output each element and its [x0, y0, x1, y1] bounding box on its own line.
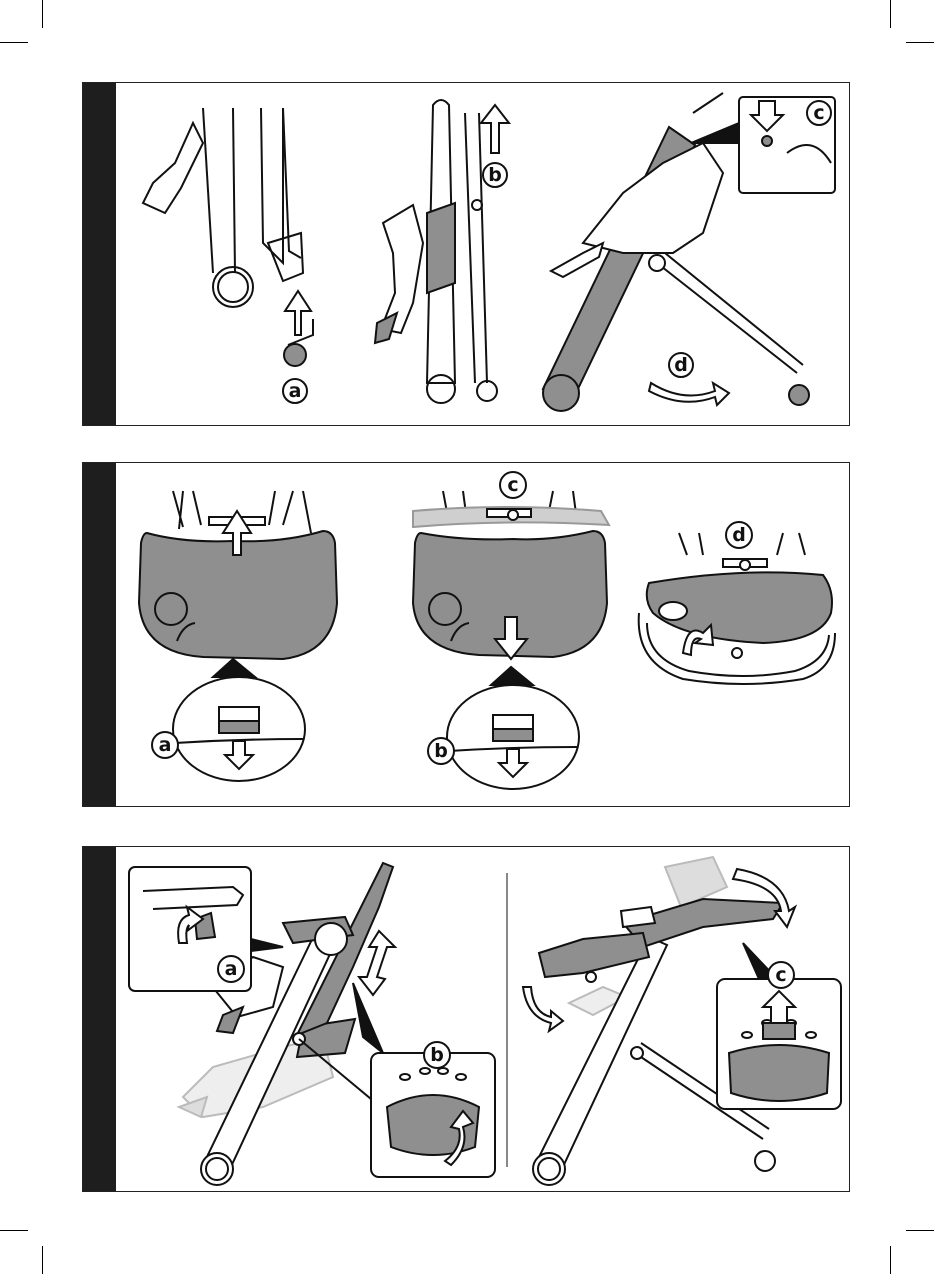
panel-1-illustration: a b — [83, 83, 850, 426]
step-label-c: c — [507, 474, 518, 496]
crop-mark — [906, 1230, 934, 1231]
step-label-d: d — [674, 354, 688, 376]
step-label-b: b — [488, 164, 502, 186]
figure-panel-3: a b c — [82, 846, 850, 1192]
step-label-c: c — [775, 964, 786, 986]
step-label-c: c — [813, 102, 824, 124]
step-label-a: a — [289, 380, 302, 402]
figure-panel-2: a c b — [82, 462, 850, 807]
figure-panel-1: a b — [82, 82, 850, 426]
crop-mark — [890, 0, 891, 28]
crop-mark — [0, 1230, 28, 1231]
step-label-b: b — [434, 740, 448, 762]
crop-mark — [42, 0, 43, 28]
step-label-a: a — [225, 958, 238, 980]
crop-mark — [0, 42, 28, 43]
panel-3-illustration: a b c — [83, 847, 850, 1192]
crop-mark — [42, 1246, 43, 1274]
crop-mark — [890, 1246, 891, 1274]
step-label-b: b — [430, 1044, 444, 1066]
crop-mark — [906, 42, 934, 43]
step-label-d: d — [732, 524, 746, 546]
step-label-a: a — [159, 734, 172, 756]
panel-2-illustration: a c b — [83, 463, 850, 807]
